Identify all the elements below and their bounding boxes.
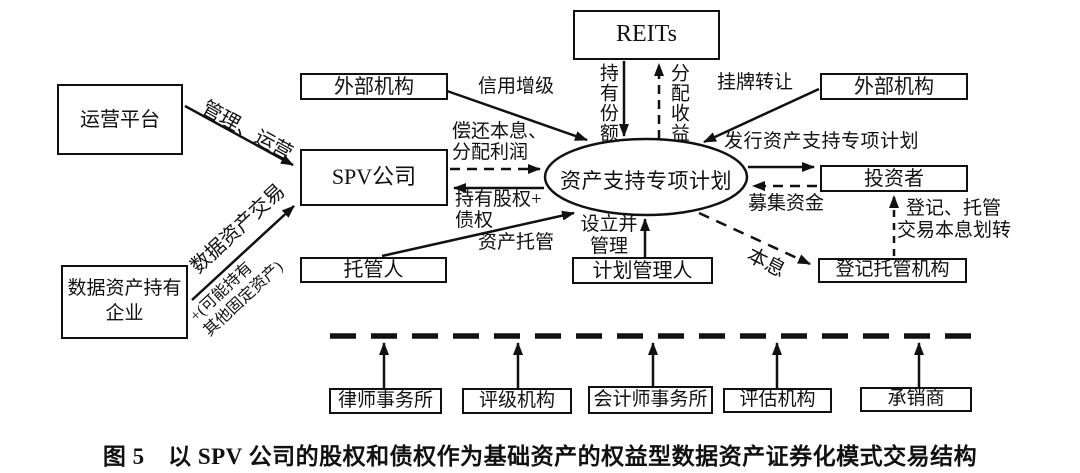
node-spv: SPV公司 bbox=[300, 149, 448, 206]
node-operating-platform: 运营平台 bbox=[57, 84, 183, 155]
edge-label-listing-transfer: 挂牌转让 bbox=[717, 72, 794, 93]
node-law-firm: 律师事务所 bbox=[329, 388, 442, 414]
node-abs-plan-label: 资产支持专项计划 bbox=[560, 169, 732, 193]
node-reits: REITs bbox=[573, 10, 720, 60]
node-investors: 投资者 bbox=[820, 165, 968, 192]
node-plan-manager: 计划管理人 bbox=[572, 257, 713, 284]
edge-label-setup-manage: 设立并 管理 bbox=[580, 214, 638, 257]
manage-operate-arrow bbox=[184, 104, 294, 167]
credit-enhancement-arrow bbox=[446, 89, 588, 142]
figure-caption: 图 5 以 SPV 公司的股权和债权作为基础资产的权益型数据资产证券化模式交易结… bbox=[102, 444, 978, 469]
node-custodian: 托管人 bbox=[300, 257, 447, 283]
edge-label-credit-enhancement: 信用增级 bbox=[478, 76, 555, 97]
node-accounting-firm: 会计师事务所 bbox=[588, 386, 713, 414]
edge-label-distribute-income: 分配收益 bbox=[667, 63, 689, 143]
edge-label-repay-principal-profit: 偿还本息、 分配利润 bbox=[452, 121, 548, 163]
edge-label-hold-shares: 持有份额 bbox=[596, 63, 618, 143]
node-registry: 登记托管机构 bbox=[818, 258, 967, 283]
node-rating-agency: 评级机构 bbox=[462, 388, 572, 414]
node-data-asset-holder: 数据资产持有企业 bbox=[61, 265, 188, 339]
abs-plan-ellipse bbox=[543, 137, 749, 217]
node-appraisal-agency: 评估机构 bbox=[723, 388, 832, 413]
node-external-org-right: 外部机构 bbox=[820, 73, 968, 100]
edge-label-register-custody: 登记、托管 bbox=[906, 198, 1002, 219]
edge-label-raise-funds: 募集资金 bbox=[748, 193, 825, 214]
principal-interest-arrow bbox=[698, 211, 811, 266]
edge-label-asset-custody: 资产托管 bbox=[478, 232, 555, 253]
edge-label-issue-abs-plan: 发行资产支持专项计划 bbox=[724, 131, 920, 152]
edge-label-hold-equity-debt: 持有股权+ 债权 bbox=[455, 189, 542, 231]
node-external-org-left: 外部机构 bbox=[300, 73, 448, 100]
edge-label-interest-transfer: 交易本息划转 bbox=[897, 220, 1012, 241]
data-asset-trade-arrow bbox=[191, 205, 295, 301]
node-underwriter: 承销商 bbox=[860, 387, 972, 412]
listing-transfer-arrow bbox=[703, 87, 820, 144]
asset-custody-arrow bbox=[381, 210, 575, 258]
